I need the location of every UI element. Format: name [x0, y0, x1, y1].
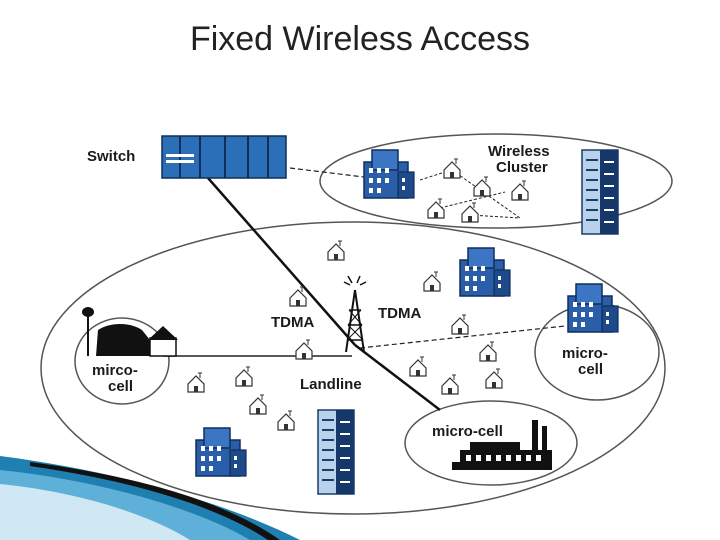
signal-waves-icon — [343, 275, 367, 286]
house-icon — [451, 314, 469, 335]
house-icon — [423, 271, 441, 292]
house-icon — [249, 394, 267, 415]
antenna-tower-icon — [345, 289, 365, 353]
factory-icon — [452, 420, 552, 470]
cluster-tower-building-icon — [581, 149, 619, 235]
house-icon — [441, 374, 459, 395]
micro-cell-right-office-icon — [567, 283, 619, 333]
mirco-cell-label-line2: cell — [108, 378, 133, 395]
house-icon — [277, 410, 295, 431]
slide-title: Fixed Wireless Access — [189, 20, 531, 58]
tdma-left-label: TDMA — [271, 314, 314, 331]
switch-label: Switch — [87, 148, 135, 165]
rural-farm-icon — [82, 307, 178, 357]
micro-cell-bottom-label: micro-cell — [432, 423, 503, 440]
house-icon — [187, 372, 205, 393]
wireless-cluster-label-line2: Cluster — [496, 159, 548, 176]
micro-cell-right-label-line1: micro- — [562, 345, 608, 362]
office-building-icon — [195, 427, 247, 477]
tower-building-icon — [317, 409, 355, 495]
house-icon — [289, 286, 307, 307]
micro-cell-right-label-line2: cell — [578, 361, 603, 378]
switch-icon — [161, 135, 287, 179]
house-icon — [295, 339, 313, 360]
house-icon — [409, 356, 427, 377]
tdma-right-label: TDMA — [378, 305, 421, 322]
house-icon — [479, 341, 497, 362]
slide-corner-swoosh — [0, 456, 300, 540]
house-icon — [327, 240, 345, 261]
landline-label: Landline — [300, 376, 362, 393]
mirco-cell-label-line1: mirco- — [92, 362, 138, 379]
house-icon — [485, 368, 503, 389]
wireless-cluster-label-line1: Wireless — [488, 143, 550, 160]
office-building-icon — [459, 247, 511, 297]
coverage-area-ellipse — [40, 221, 666, 515]
house-icon — [235, 366, 253, 387]
